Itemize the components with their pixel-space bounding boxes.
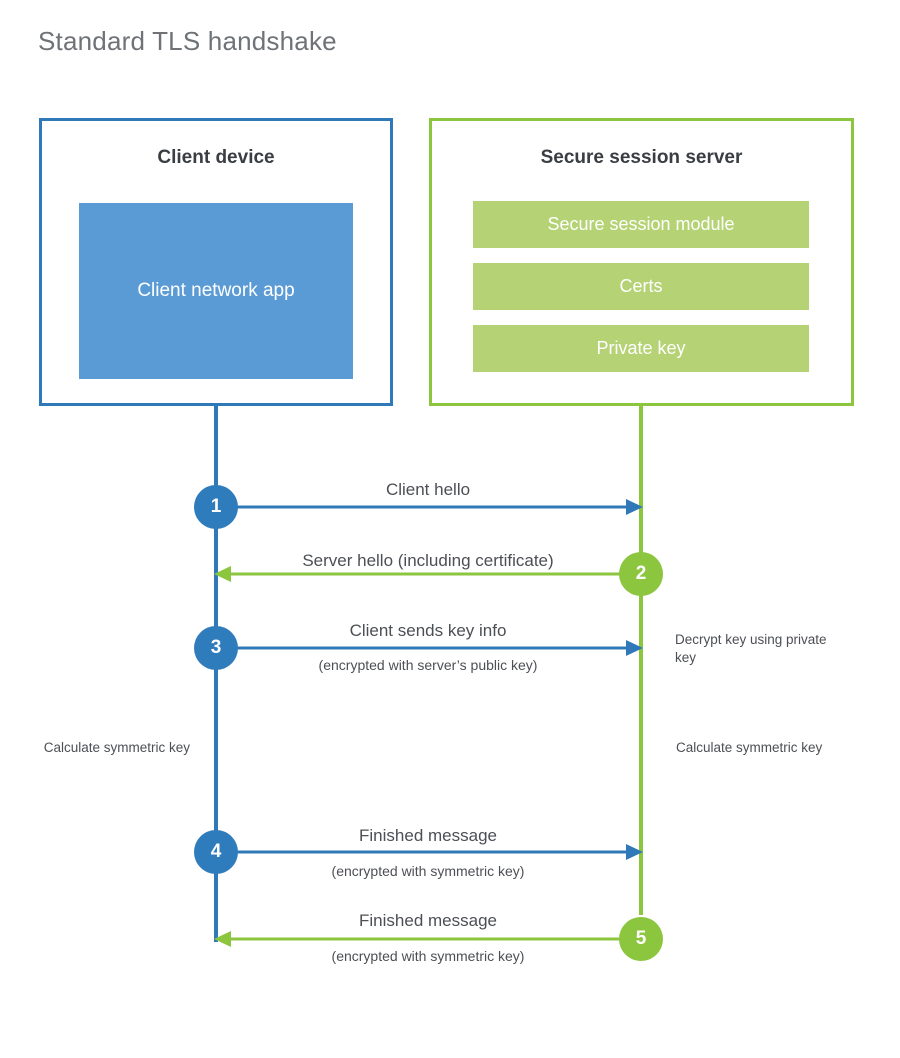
client-network-app-block: Client network app bbox=[79, 203, 353, 379]
message-label-step-4: Finished message bbox=[359, 826, 497, 845]
arrow-head-step-5 bbox=[214, 931, 231, 947]
annotation-server-calculate-symmetric-key: Calculate symmetric key bbox=[676, 740, 823, 755]
arrow-head-step-2 bbox=[214, 566, 231, 582]
message-sublabel-step-4: (encrypted with symmetric key) bbox=[331, 863, 525, 879]
message-label-step-1: Client hello bbox=[385, 480, 471, 499]
client-device-box: Client device Client network app bbox=[39, 118, 393, 406]
arrow-head-step-3 bbox=[626, 640, 643, 656]
server-module-private-key: Private key bbox=[473, 325, 809, 372]
step-node-2[interactable]: 2 bbox=[619, 552, 663, 596]
step-node-5[interactable]: 5 bbox=[619, 917, 663, 961]
secure-session-server-box: Secure session server Secure session mod… bbox=[429, 118, 854, 406]
page-title: Standard TLS handshake bbox=[38, 26, 337, 56]
step-node-3[interactable]: 3 bbox=[194, 626, 238, 670]
server-module-list: Secure session module Certs Private key bbox=[473, 201, 809, 372]
message-label-step-2: Server hello (including certificate) bbox=[302, 551, 554, 570]
message-label-step-5: Finished message bbox=[359, 911, 497, 930]
message-label-step-3: Client sends key info bbox=[349, 621, 507, 640]
message-sublabel-step-3: (encrypted with server’s public key) bbox=[318, 657, 538, 673]
step-node-1[interactable]: 1 bbox=[194, 485, 238, 529]
annotation-decrypt-key: Decrypt key using private key bbox=[675, 632, 827, 665]
arrow-head-step-4 bbox=[626, 844, 643, 860]
message-sublabel-step-5: (encrypted with symmetric key) bbox=[331, 948, 525, 964]
secure-session-server-title: Secure session server bbox=[540, 147, 743, 168]
arrow-head-step-1 bbox=[626, 499, 643, 515]
step-node-4[interactable]: 4 bbox=[194, 830, 238, 874]
client-device-title: Client device bbox=[157, 147, 275, 168]
server-module-certs: Certs bbox=[473, 263, 809, 310]
server-module-secure-session-module: Secure session module bbox=[473, 201, 809, 248]
annotation-client-calculate-symmetric-key: Calculate symmetric key bbox=[43, 740, 190, 755]
